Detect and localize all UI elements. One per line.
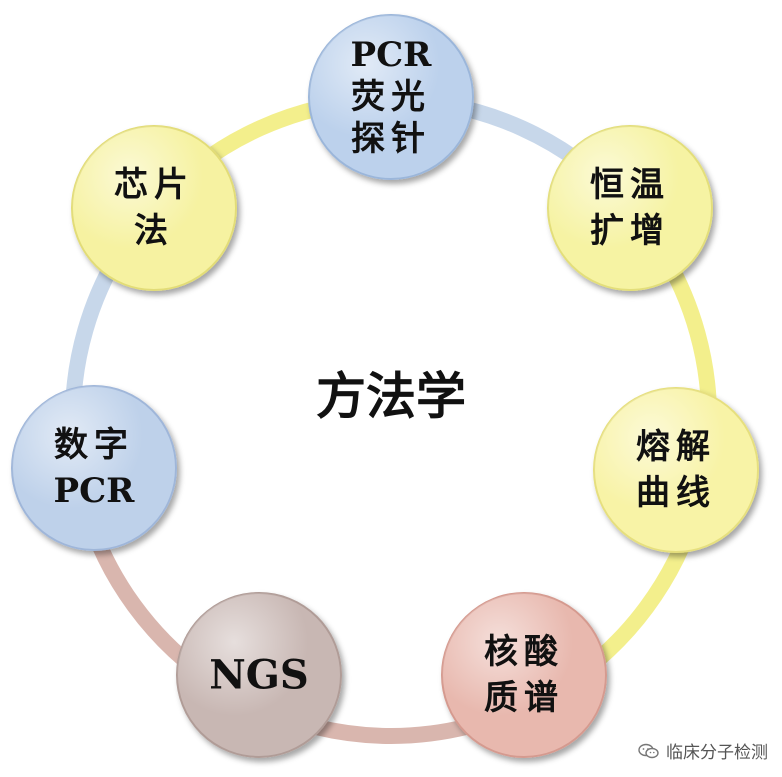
node-highlight bbox=[177, 593, 341, 757]
node-highlight bbox=[594, 388, 758, 552]
node-label-line: 荧光 bbox=[351, 77, 431, 117]
method-node-ngs: NGS bbox=[176, 592, 342, 758]
node-label-line: PCR bbox=[351, 35, 433, 75]
node-highlight bbox=[309, 15, 473, 179]
node-label-line: 恒温 bbox=[590, 165, 670, 205]
watermark-text: 临床分子检测 bbox=[666, 743, 768, 763]
node-label-line: PCR bbox=[54, 471, 136, 511]
node-label-line: 曲线 bbox=[636, 473, 716, 513]
node-highlight bbox=[72, 126, 236, 290]
node-highlight bbox=[12, 386, 176, 550]
node-highlight bbox=[442, 593, 606, 757]
watermark: 临床分子检测 bbox=[638, 738, 768, 763]
node-highlight bbox=[548, 126, 712, 290]
node-label-line: 熔解 bbox=[636, 427, 716, 467]
node-label-line: 质谱 bbox=[484, 678, 564, 718]
node-label-line: NGS bbox=[209, 652, 309, 699]
method-node-digital-pcr: 数字 PCR bbox=[11, 385, 177, 551]
center-title: 方法学 bbox=[316, 367, 466, 426]
node-label-line: 数字 bbox=[54, 425, 134, 465]
node-label-line: 核酸 bbox=[484, 632, 564, 672]
node-label-line: 扩增 bbox=[590, 211, 670, 251]
node-label-line: 法 bbox=[134, 211, 174, 251]
wechat-icon bbox=[638, 743, 659, 758]
node-label-line: 芯片 bbox=[114, 165, 194, 205]
node-label-line: 探针 bbox=[351, 119, 431, 159]
method-node-chip: 芯片法 bbox=[71, 125, 237, 291]
